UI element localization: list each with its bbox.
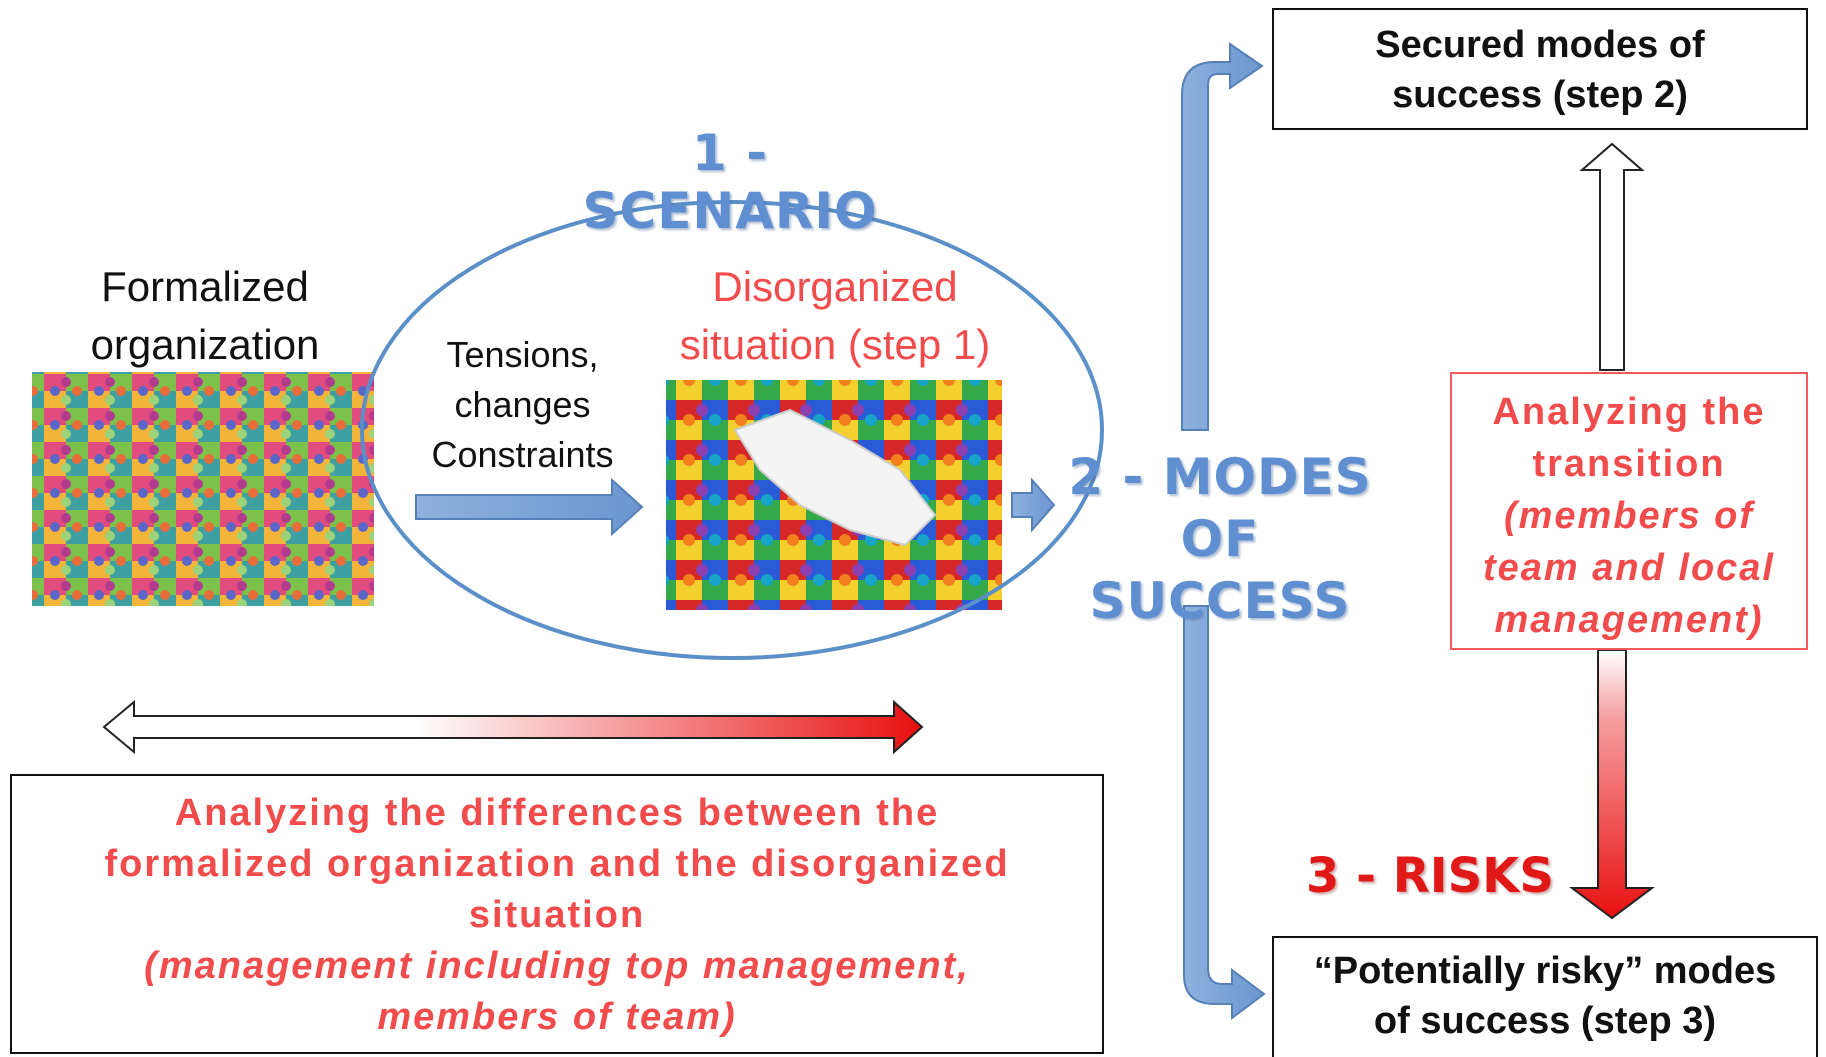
to-secured-arrow	[1181, 42, 1264, 431]
secured-line2: success (step 2)	[1392, 74, 1688, 116]
formalized-line1: Formalized	[101, 263, 309, 310]
transition-line2: transition	[1532, 443, 1726, 485]
differences-line1: Analyzing the differences between the	[174, 792, 940, 834]
differences-box: Analyzing the differences between the fo…	[10, 774, 1104, 1054]
scenario-title: 1 - SCENARIO	[582, 124, 878, 240]
formalized-line2: organization	[90, 321, 320, 368]
scenario-ellipse	[360, 200, 1104, 660]
to-modes-arrow	[1011, 477, 1056, 533]
risky-line1: “Potentially risky” modes	[1313, 950, 1777, 992]
to-risky-arrow	[1183, 605, 1266, 1020]
transition-line4: team and local	[1483, 547, 1775, 589]
disorganized-line1: Disorganized	[712, 263, 958, 310]
tensions-line1: Tensions,	[446, 334, 599, 375]
tensions-label: Tensions, changes Constraints	[400, 330, 645, 480]
modes-title: 2 - MODES OF SUCCESS	[1060, 446, 1380, 632]
disorganized-label: Disorganized situation (step 1)	[640, 258, 1030, 374]
secured-modes-box: Secured modes of success (step 2)	[1272, 8, 1808, 130]
modes-title-line2: OF SUCCESS	[1089, 510, 1351, 630]
differences-line2: formalized organization and the disorgan…	[104, 843, 1010, 885]
transition-line5: management)	[1494, 599, 1764, 641]
tensions-line3: Constraints	[431, 434, 614, 475]
tensions-arrow	[415, 477, 644, 537]
risky-modes-box: “Potentially risky” modes of success (st…	[1272, 936, 1818, 1057]
risks-title: 3 - RISKS	[1306, 848, 1554, 904]
transition-line3: (members of	[1503, 495, 1755, 537]
differences-line5: members of team)	[377, 996, 737, 1038]
formalized-label: Formalized organization	[40, 258, 370, 374]
differences-line4: (management including top management,	[144, 945, 970, 987]
transition-down-arrow	[1569, 649, 1655, 920]
disorganized-hole	[733, 408, 937, 547]
risky-line2: of success (step 3)	[1373, 1000, 1717, 1042]
disorganized-line2: situation (step 1)	[679, 321, 991, 368]
formalized-puzzle-image	[32, 372, 374, 606]
differences-line3: situation	[468, 894, 646, 936]
secured-line1: Secured modes of	[1375, 24, 1705, 66]
modes-title-line1: 2 - MODES	[1068, 448, 1372, 506]
transition-up-arrow	[1579, 142, 1645, 371]
transition-box: Analyzing the transition (members of tea…	[1450, 372, 1808, 650]
transition-line1: Analyzing the	[1492, 391, 1766, 433]
tensions-line2: changes	[454, 384, 591, 425]
differences-double-arrow	[102, 699, 924, 755]
